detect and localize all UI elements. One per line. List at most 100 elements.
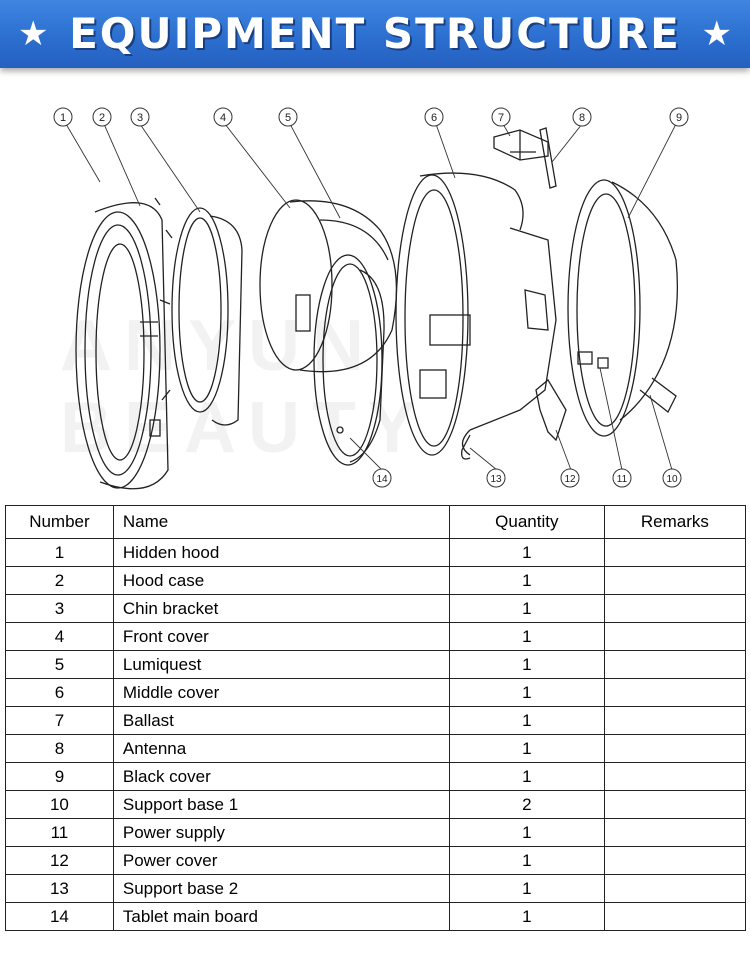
cell-quantity: 1 [448,566,605,595]
table-row: 6 Middle cover 1 [5,678,747,707]
black-cover-part [567,179,678,437]
cell-name: Lumiquest [112,650,450,679]
callout-1: 1 [60,112,66,124]
table-row: 12 Power cover 1 [5,846,747,875]
cell-quantity: 1 [448,650,605,679]
header-number: Number [5,505,114,539]
cell-name: Chin bracket [112,594,450,623]
title-banner: ★ EQUIPMENT STRUCTURE ★ [0,0,750,68]
cell-number: 14 [5,902,114,931]
cell-remarks [603,566,747,595]
ballast-part [493,129,549,161]
callout-11: 11 [617,474,628,485]
cell-quantity: 1 [448,818,605,847]
callout-13: 13 [490,474,502,485]
diagram-drawing: 1 2 3 4 5 6 7 8 9 10 11 12 13 14 [53,107,689,490]
cell-number: 4 [5,622,114,651]
callout-10: 10 [666,474,678,485]
cell-remarks [603,678,747,707]
cell-number: 8 [5,734,114,763]
cell-quantity: 1 [448,846,605,875]
cell-name: Front cover [112,622,450,651]
cell-name: Power cover [112,846,450,875]
star-icon: ★ [701,14,732,54]
table-row: 9 Black cover 1 [5,762,747,791]
cell-quantity: 1 [448,874,605,903]
header-remarks: Remarks [603,505,747,539]
cell-remarks [603,594,747,623]
cell-number: 3 [5,594,114,623]
parts-table: Number Name Quantity Remarks 1 Hidden ho… [5,505,747,931]
table-row: 13 Support base 2 1 [5,874,747,903]
page-title: EQUIPMENT STRUCTURE [69,9,681,58]
callout-4: 4 [220,112,226,124]
callout-9: 9 [676,112,682,124]
cell-remarks [603,622,747,651]
cell-remarks [603,790,747,819]
cell-remarks [603,818,747,847]
cell-remarks [603,650,747,679]
cell-name: Power supply [112,818,450,847]
cell-quantity: 2 [448,790,605,819]
cell-remarks [603,902,747,931]
cell-number: 10 [5,790,114,819]
table-row: 14 Tablet main board 1 [5,902,747,931]
cell-quantity: 1 [448,594,605,623]
cell-quantity: 1 [448,902,605,931]
exploded-diagram: ANYUN BEAUTY [0,90,750,500]
lumiquest-part [313,254,385,466]
table-row: 4 Front cover 1 [5,622,747,651]
chin-bracket-part [161,207,243,426]
table-header-row: Number Name Quantity Remarks [5,505,747,539]
callout-3: 3 [137,112,143,124]
table-row: 8 Antenna 1 [5,734,747,763]
cell-number: 12 [5,846,114,875]
watermark: ANYUN BEAUTY [60,306,429,468]
cell-remarks [603,706,747,735]
cell-remarks [603,762,747,791]
table-row: 10 Support base 1 2 [5,790,747,819]
cell-quantity: 1 [448,762,605,791]
cell-remarks [603,538,747,567]
hidden-hood-part [75,197,171,490]
star-icon: ★ [18,14,49,54]
cell-remarks [603,874,747,903]
cell-number: 2 [5,566,114,595]
callout-2: 2 [99,112,105,124]
front-cover-part [259,199,398,373]
cell-remarks [603,846,747,875]
cell-name: Support base 1 [112,790,450,819]
cell-name: Middle cover [112,678,450,707]
header-quantity: Quantity [448,505,605,539]
middle-cover-part [395,172,557,460]
callout-7: 7 [498,112,504,124]
table-row: 1 Hidden hood 1 [5,538,747,567]
table-row: 11 Power supply 1 [5,818,747,847]
callout-14: 14 [376,474,388,485]
cell-name: Hidden hood [112,538,450,567]
cell-quantity: 1 [448,538,605,567]
table-row: 3 Chin bracket 1 [5,594,747,623]
cell-name: Ballast [112,706,450,735]
cell-name: Support base 2 [112,874,450,903]
cell-number: 5 [5,650,114,679]
cell-number: 11 [5,818,114,847]
table-row: 5 Lumiquest 1 [5,650,747,679]
callout-8: 8 [579,112,585,124]
cell-remarks [603,734,747,763]
cell-quantity: 1 [448,622,605,651]
cell-number: 1 [5,538,114,567]
antenna-part [539,127,557,189]
cell-number: 13 [5,874,114,903]
header-name: Name [112,505,450,539]
cell-quantity: 1 [448,706,605,735]
cell-name: Black cover [112,762,450,791]
cell-quantity: 1 [448,678,605,707]
callout-6: 6 [431,112,437,124]
cell-name: Antenna [112,734,450,763]
table-row: 7 Ballast 1 [5,706,747,735]
callout-5: 5 [285,112,291,124]
cell-number: 9 [5,762,114,791]
cell-number: 7 [5,706,114,735]
cell-quantity: 1 [448,734,605,763]
